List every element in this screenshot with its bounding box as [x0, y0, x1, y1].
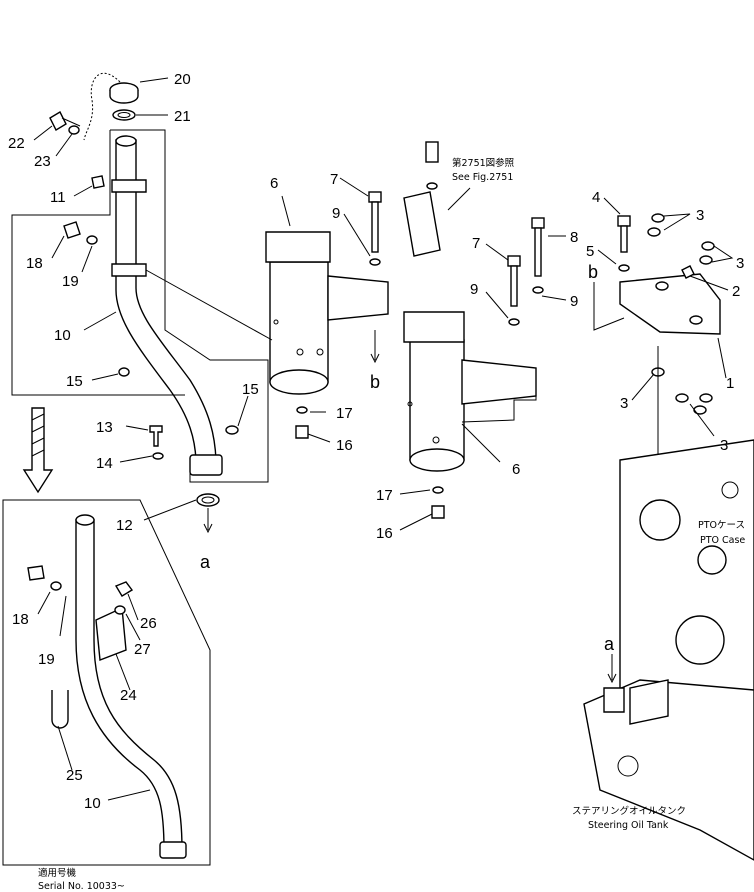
callout-27: 27: [134, 641, 151, 658]
plug-16-right: [431, 505, 445, 519]
callout-12: 12: [116, 517, 133, 534]
callout-7: 7: [330, 171, 338, 188]
manifold-1: [593, 213, 721, 415]
notes: 第2751図参照 See Fig.2751 PTOケース PTO Case ステ…: [38, 157, 745, 892]
callout-14: 14: [96, 455, 113, 472]
pto-case: [619, 439, 754, 741]
callout-17: 17: [376, 487, 393, 504]
callout-labels: 20 21 22 23 11 18 19 10 15 15 13 14 12 a…: [8, 71, 744, 812]
bolt-8: [531, 217, 545, 294]
callout-a: a: [200, 552, 211, 572]
callout-21: 21: [174, 108, 191, 125]
plug-16-left: [295, 425, 309, 439]
callout-16: 16: [376, 525, 393, 542]
callout-10: 10: [84, 795, 101, 812]
callout-22: 22: [8, 135, 25, 152]
callout-3: 3: [620, 395, 628, 412]
pto-case-jp: PTOケース: [698, 520, 745, 531]
callout-18: 18: [26, 255, 43, 272]
filter-housing-right: [403, 311, 537, 472]
callout-9: 9: [332, 205, 340, 222]
callout-10: 10: [54, 327, 71, 344]
bolt-7-left: [368, 191, 382, 364]
callout-b: b: [588, 262, 598, 282]
steering-oil-tank: [583, 654, 754, 861]
callout-9: 9: [470, 281, 478, 298]
callout-a: a: [604, 634, 615, 654]
callout-6: 6: [270, 175, 278, 192]
callout-4: 4: [592, 189, 600, 206]
callout-25: 25: [66, 767, 83, 784]
filler-pipe-upper: [63, 135, 239, 507]
arrow-to-variant: [22, 407, 54, 494]
callout-23: 23: [34, 153, 51, 170]
callout-20: 20: [174, 71, 191, 88]
bolt-7-right: [507, 255, 521, 326]
filler-cap-assembly: [83, 72, 139, 141]
filler-pipe-variant: [27, 514, 187, 859]
bolt-22: [49, 111, 81, 135]
callout-9: 9: [570, 293, 578, 310]
variant-box: [2, 499, 211, 866]
callout-1: 1: [726, 375, 734, 392]
callout-3: 3: [696, 207, 704, 224]
callout-26: 26: [140, 615, 157, 632]
callout-19: 19: [38, 651, 55, 668]
group-frame: [11, 129, 269, 483]
callout-16: 16: [336, 437, 353, 454]
bracket-see-fig: [403, 141, 471, 257]
callout-5: 5: [586, 243, 594, 260]
serial-jp: 適用号機: [38, 867, 77, 879]
pto-case-en: PTO Case: [700, 535, 745, 546]
leader-lines: [33, 77, 734, 801]
callout-2: 2: [732, 283, 740, 300]
callout-15: 15: [242, 381, 259, 398]
steering-tank-jp: ステアリングオイルタンク: [572, 805, 686, 817]
gasket-17-right: [432, 486, 444, 494]
callout-19: 19: [62, 273, 79, 290]
serial-en: Serial No. 10033~: [38, 881, 125, 892]
callout-11: 11: [50, 189, 66, 206]
gasket-17-left: [296, 406, 308, 414]
callout-13: 13: [96, 419, 113, 436]
callout-24: 24: [120, 687, 137, 704]
callout-3: 3: [720, 437, 728, 454]
see-fig-jp: 第2751図参照: [452, 157, 515, 169]
callout-18: 18: [12, 611, 29, 628]
callout-3: 3: [736, 255, 744, 272]
callout-b: b: [370, 372, 380, 392]
callout-8: 8: [570, 229, 578, 246]
filter-housing-left: [265, 231, 389, 395]
callout-7: 7: [472, 235, 480, 252]
see-fig-en: See Fig.2751: [452, 172, 513, 183]
callout-6: 6: [512, 461, 520, 478]
callout-17: 17: [336, 405, 353, 422]
callout-15: 15: [66, 373, 83, 390]
steering-tank-en: Steering Oil Tank: [588, 820, 669, 831]
